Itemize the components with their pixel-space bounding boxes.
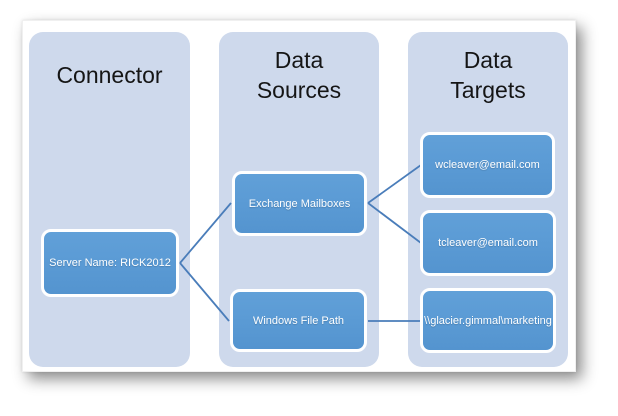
column-title-zone: Data Sources: [219, 32, 379, 118]
column-connector: Connector: [29, 32, 190, 367]
column-title-zone: Connector: [29, 32, 190, 118]
node-windows-file-path: Windows File Path: [230, 289, 367, 352]
node-label: \\glacier.gimmal\marketing: [424, 314, 552, 327]
node-label: Exchange Mailboxes: [248, 197, 351, 210]
column-title-data-targets: Data Targets: [450, 46, 526, 103]
node-wcleaver-email: wcleaver@email.com: [420, 132, 555, 198]
node-tcleaver-email: tcleaver@email.com: [420, 210, 556, 276]
diagram-page: Connector Data Sources Data Targets Serv…: [22, 20, 576, 372]
column-title-zone: Data Targets: [408, 32, 568, 118]
node-label: tcleaver@email.com: [438, 237, 538, 249]
node-exchange-mailboxes: Exchange Mailboxes: [232, 171, 367, 236]
column-title-connector: Connector: [56, 61, 163, 88]
node-label: Windows File Path: [252, 314, 345, 327]
node-label: wcleaver@email.com: [435, 159, 540, 171]
node-glacier-marketing-path: \\glacier.gimmal\marketing: [420, 288, 556, 353]
column-title-data-sources: Data Sources: [256, 46, 342, 103]
node-server-name: Server Name: RICK2012: [41, 229, 179, 297]
node-label: Server Name: RICK2012: [49, 257, 171, 269]
